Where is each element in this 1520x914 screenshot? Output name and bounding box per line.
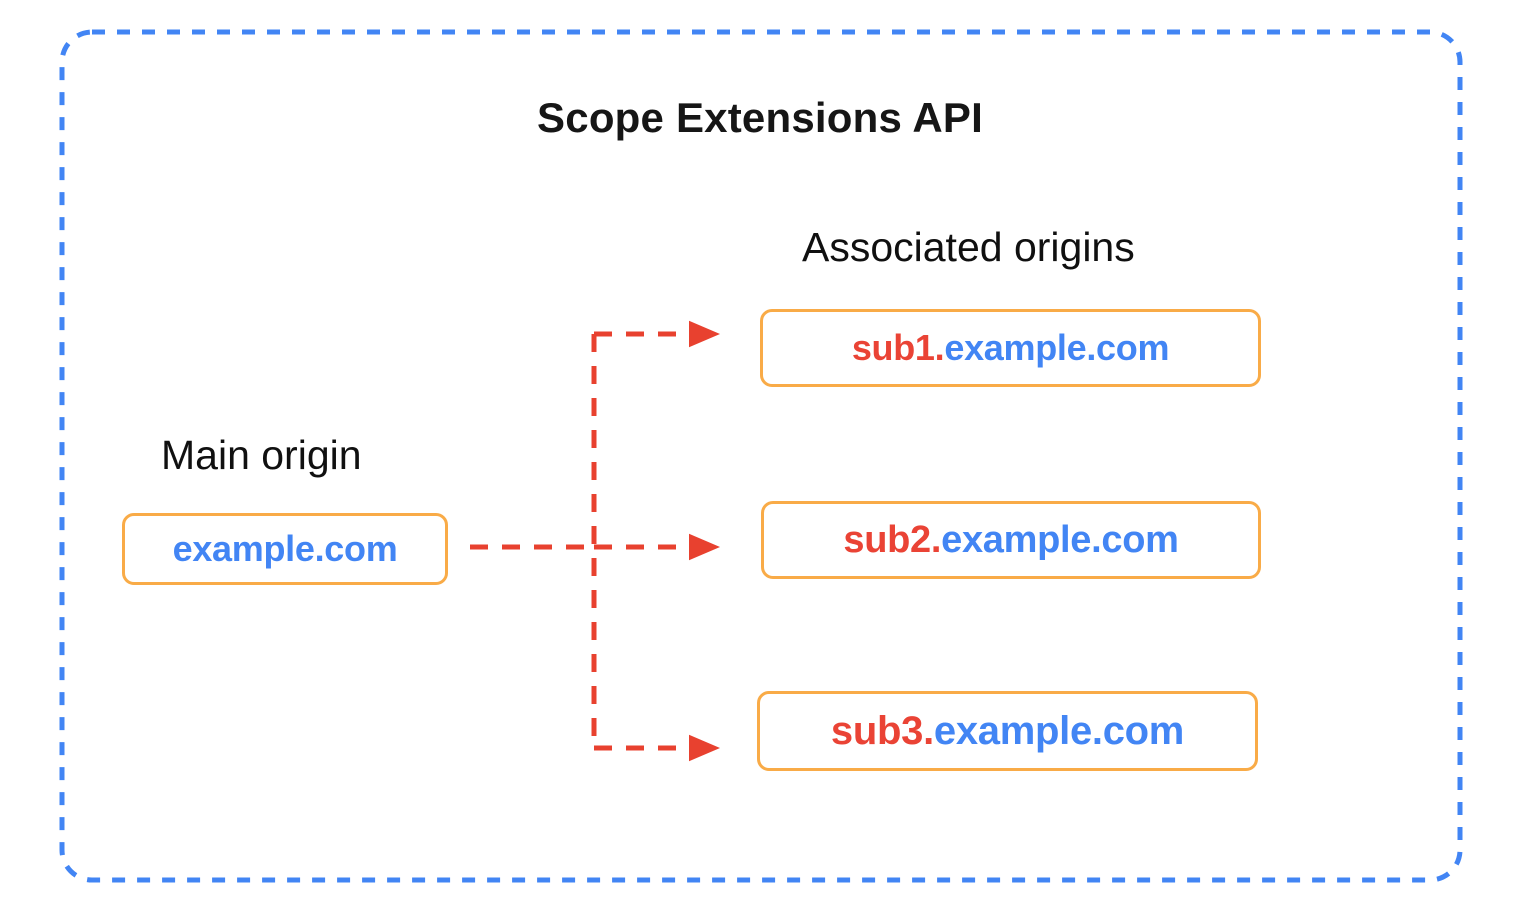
sub2-domain: example.com [941,518,1179,561]
associated-origin-text-sub1: sub1.example.com [851,327,1170,369]
associated-origins-label: Associated origins [802,224,1135,270]
main-origin-label: Main origin [161,432,362,478]
sub2-dot: . [930,518,942,561]
sub3-domain: example.com [933,708,1185,753]
associated-origin-box-sub1[interactable]: sub1.example.com [760,309,1261,387]
main-origin-text: example.com [173,528,398,570]
main-origin-domain: example.com [172,528,398,569]
associated-origin-text-sub2: sub2.example.com [843,518,1179,562]
associated-origin-box-sub3[interactable]: sub3.example.com [757,691,1258,771]
sub3-subdomain: sub3 [830,708,924,753]
sub3-dot: . [923,708,934,753]
sub1-dot: . [934,327,945,368]
sub2-subdomain: sub2 [843,518,931,561]
associated-origin-text-sub3: sub3.example.com [831,709,1184,754]
sub1-domain: example.com [944,327,1170,368]
sub1-subdomain: sub1 [851,327,935,368]
main-origin-box[interactable]: example.com [122,513,448,585]
associated-origin-box-sub2[interactable]: sub2.example.com [761,501,1261,579]
page-title: Scope Extensions API [537,94,983,141]
